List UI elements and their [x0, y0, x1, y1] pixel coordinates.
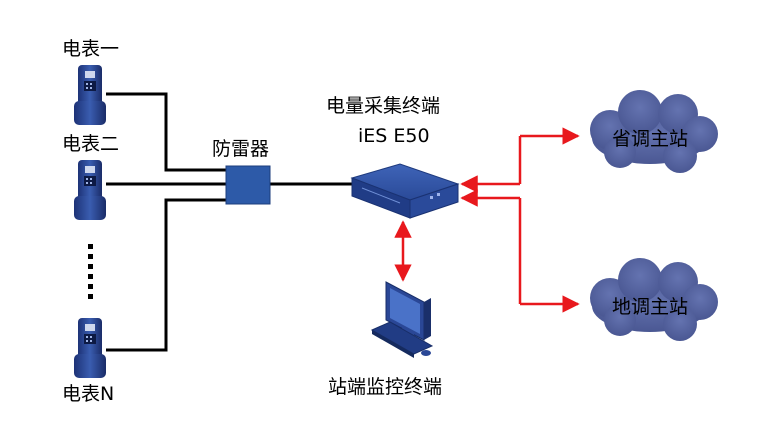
local-station-label: 地调主站 [612, 296, 688, 318]
link-meterN [106, 198, 226, 352]
meter1-label: 电表一 [62, 38, 119, 60]
local-station-cloud [590, 258, 718, 341]
station-links [460, 127, 580, 313]
surge-protector-icon [225, 165, 271, 205]
meter2-label: 电表二 [62, 133, 119, 155]
collector-title: 电量采集终端 [326, 95, 440, 117]
surge-protector-label: 防雷器 [212, 138, 269, 160]
meter2-icon [74, 160, 106, 220]
collector-model: iES E50 [358, 125, 430, 147]
collector-device-icon [350, 163, 460, 219]
provincial-station-cloud [590, 90, 718, 173]
ellipsis-dots [88, 244, 93, 299]
monitor-workstation-icon [370, 281, 434, 358]
meterN-label: 电表N [62, 383, 114, 405]
meter1-icon [74, 65, 106, 125]
meterN-icon [74, 318, 106, 378]
monitor-label: 站端监控终端 [328, 376, 442, 398]
provincial-station-label: 省调主站 [612, 128, 688, 150]
link-meter1 [106, 92, 226, 172]
meter-links [106, 92, 352, 352]
